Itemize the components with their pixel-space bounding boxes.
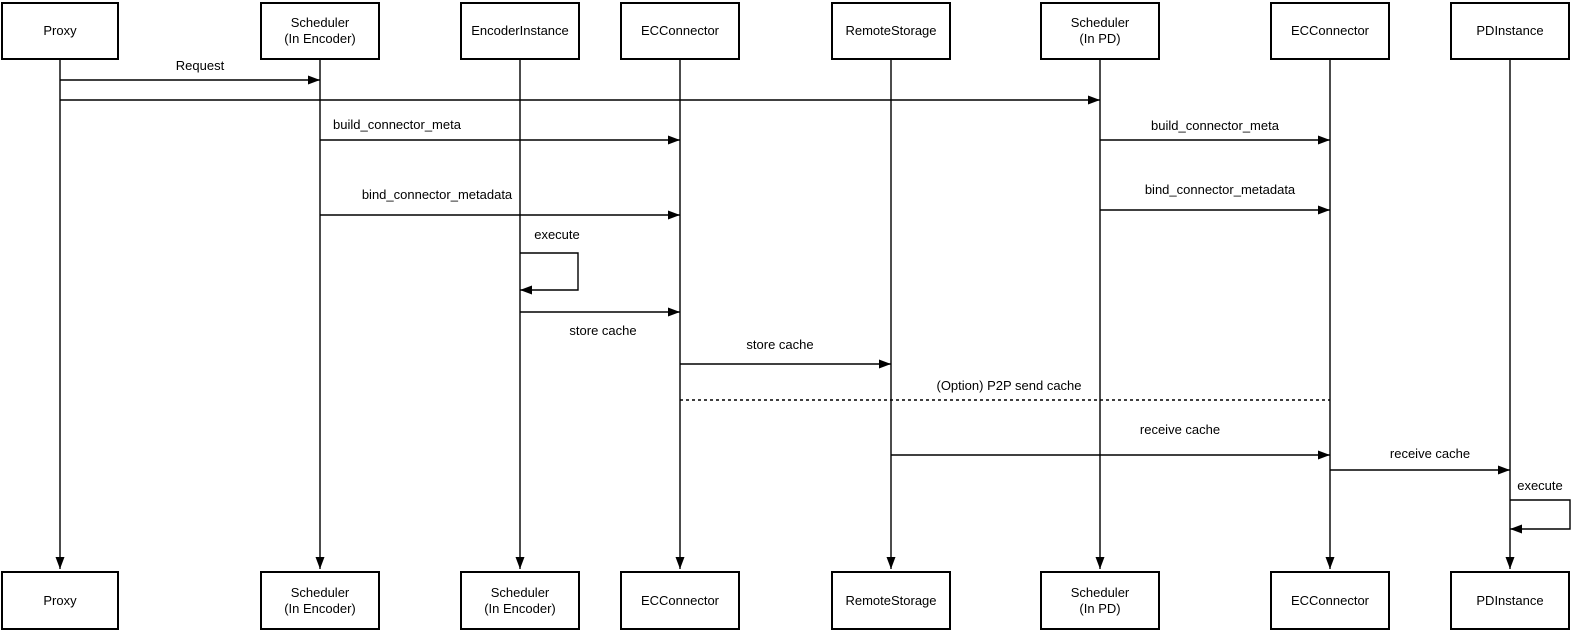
participant-label: RemoteStorage xyxy=(845,23,937,38)
participant-top-scheduler-pd: Scheduler (In PD) xyxy=(1040,2,1160,60)
participant-top-scheduler-encoder: Scheduler (In Encoder) xyxy=(260,2,380,60)
message-label-execute-encoder: execute xyxy=(532,227,582,243)
participant-bottom-pd-instance: PDInstance xyxy=(1450,571,1570,630)
participant-label: Proxy xyxy=(43,23,77,38)
participant-label: ECConnector xyxy=(1290,592,1370,608)
participant-label: Scheduler (In PD) xyxy=(1070,584,1130,616)
message-label-request: Request xyxy=(173,58,227,74)
message-label-receive-cache-2: receive cache xyxy=(1387,446,1473,462)
participant-top-ecconnector-encoder: ECConnector xyxy=(620,2,740,60)
participant-top-ecconnector-pd: ECConnector xyxy=(1270,2,1390,60)
message-label-bind-connector-metadata-left: bind_connector_metadata xyxy=(359,187,515,203)
participant-label: ECConnector xyxy=(640,592,720,608)
lifelines xyxy=(55,60,1515,569)
arrow-execute-self-loop-encoder xyxy=(520,252,579,295)
participant-bottom-ecconnector-pd: ECConnector xyxy=(1270,571,1390,630)
participant-bottom-scheduler-pd: Scheduler (In PD) xyxy=(1040,571,1160,630)
participant-label: Scheduler (In Encoder) xyxy=(484,584,556,616)
participant-label: PDInstance xyxy=(1476,23,1544,38)
participant-label: Scheduler (In Encoder) xyxy=(284,584,356,616)
participant-top-remote-storage: RemoteStorage xyxy=(831,2,951,60)
participant-bottom-scheduler-encoder-2: Scheduler (In Encoder) xyxy=(460,571,580,630)
participant-bottom-remote-storage: RemoteStorage xyxy=(831,571,951,630)
participant-label: Scheduler (In Encoder) xyxy=(284,15,356,46)
participant-bottom-scheduler-encoder: Scheduler (In Encoder) xyxy=(260,571,380,630)
participant-label: ECConnector xyxy=(1290,23,1370,38)
participant-bottom-ecconnector-encoder: ECConnector xyxy=(620,571,740,630)
message-label-execute-pd: execute xyxy=(1515,478,1565,494)
message-label-build-connector-meta-left: build_connector_meta xyxy=(331,117,463,133)
arrow-execute-self-loop-pd xyxy=(1510,499,1571,534)
participant-label: EncoderInstance xyxy=(471,23,569,38)
participant-label: RemoteStorage xyxy=(845,592,937,608)
message-label-build-connector-meta-right: build_connector_meta xyxy=(1149,118,1281,134)
participant-top-pd-instance: PDInstance xyxy=(1450,2,1570,60)
participant-bottom-proxy: Proxy xyxy=(1,571,119,630)
participant-label: Scheduler (In PD) xyxy=(1070,15,1130,46)
participant-label: ECConnector xyxy=(640,23,720,38)
participant-label: Proxy xyxy=(43,592,77,608)
participant-top-proxy: Proxy xyxy=(1,2,119,60)
message-label-bind-connector-metadata-right: bind_connector_metadata xyxy=(1142,182,1298,198)
message-label-p2p-send-cache: (Option) P2P send cache xyxy=(934,378,1084,394)
participant-top-encoder-instance: EncoderInstance xyxy=(460,2,580,60)
message-label-store-cache-2: store cache xyxy=(744,337,816,353)
message-label-receive-cache-1: receive cache xyxy=(1137,422,1223,438)
message-label-store-cache-1: store cache xyxy=(567,323,639,339)
participant-label: PDInstance xyxy=(1476,592,1544,608)
